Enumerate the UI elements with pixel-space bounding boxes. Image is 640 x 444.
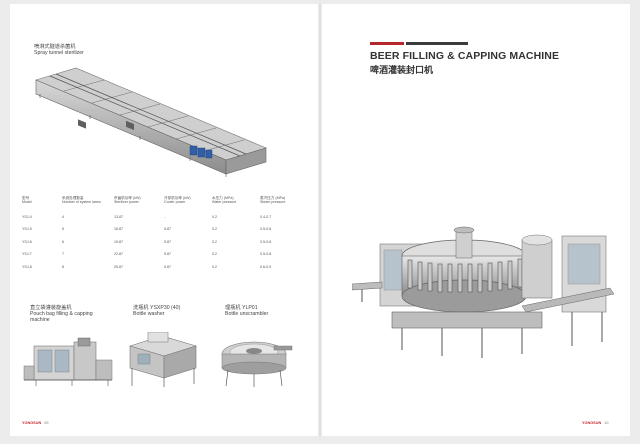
page-number: 10 xyxy=(604,421,609,425)
right-page xyxy=(320,4,630,436)
pouch-filling-machine-image xyxy=(23,337,113,386)
cell-sterilizer-power: 22.87 xyxy=(114,252,123,257)
table-row: YSJ-6 6 19.87 5.87 0.2 0.5-0.8 xyxy=(22,236,312,249)
header-steam-pressure: 蒸汽压力 (MPa)Steam pressure xyxy=(260,196,286,205)
page-title-en: BEER FILLING & CAPPING MACHINE xyxy=(370,50,560,62)
cell-model: YSJ-4 xyxy=(22,214,32,219)
sterilizer-title-cn: 喷淋式隧道杀菌机 xyxy=(34,44,76,50)
sterilizer-title-en: Spray tunnel sterilizer xyxy=(34,50,84,56)
cell-lanes: 4 xyxy=(62,214,64,219)
pouch-filler-caption: 直立袋灌装旋盖机 Pouch bag filling & capping mac… xyxy=(30,305,102,323)
cell-steam-pressure: 0.5-0.8 xyxy=(260,252,272,257)
cell-water-pressure: 0.2 xyxy=(212,239,217,244)
page-gutter xyxy=(318,4,322,436)
cell-cooler-power: 5.87 xyxy=(164,239,171,244)
cell-water-pressure: 0.2 xyxy=(212,264,217,269)
header-water-pressure: 水压力 (MPa)Water pressure xyxy=(212,196,237,205)
cell-model: YSJ-5 xyxy=(22,227,32,232)
cell-steam-pressure: 0.5-0.8 xyxy=(260,239,272,244)
footer-brand-logo: YONGSUN xyxy=(22,421,42,425)
cell-water-pressure: 0.2 xyxy=(212,214,217,219)
bottle-washer-caption: 洗瓶机 YSXP30 (40) Bottle washer xyxy=(133,305,213,317)
cell-sterilizer-power: 13.87 xyxy=(114,214,123,219)
pouch-filler-title-cn: 直立袋灌装旋盖机 xyxy=(30,305,72,311)
accent-red-segment xyxy=(370,42,404,45)
cell-sterilizer-power: 19.87 xyxy=(114,239,123,244)
beer-filling-machine-image xyxy=(352,226,614,358)
cell-cooler-power: 5.87 xyxy=(164,252,171,257)
cell-cooler-power: 5.87 xyxy=(164,264,171,269)
table-row: YSJ-8 8 25.87 5.87 0.2 0.6-0.9 xyxy=(22,261,312,274)
cell-lanes: 6 xyxy=(62,239,64,244)
cell-steam-pressure: 0.4-0.7 xyxy=(260,214,272,219)
cell-sterilizer-power: 25.87 xyxy=(114,264,123,269)
header-sterilizer-power: 杀菌机功率 (kW)Sterilizer power xyxy=(114,196,141,205)
bottle-washer-title-en: Bottle washer xyxy=(133,311,165,317)
cell-sterilizer-power: 16.87 xyxy=(114,227,123,232)
cell-cooler-power: 5.87 xyxy=(164,227,171,232)
header-cooler-power: 冷却机功率 (kW)Cooler power xyxy=(164,196,191,205)
table-row: YSJ-7 7 22.87 5.87 0.2 0.5-0.8 xyxy=(22,248,312,261)
tunnel-sterilizer-image xyxy=(35,67,267,177)
bottle-unscrambler-image xyxy=(221,341,293,387)
bottle-unscrambler-caption: 理瓶机 YLP01 Bottle unscrambler xyxy=(225,305,305,317)
cell-model: YSJ-8 xyxy=(22,264,32,269)
bottle-washer-title-cn: 洗瓶机 YSXP30 (40) xyxy=(133,305,181,311)
table-row: YSJ-4 4 13.87 - 0.2 0.4-0.7 xyxy=(22,211,312,224)
cell-lanes: 8 xyxy=(62,264,64,269)
bottle-washer-image xyxy=(128,332,198,387)
cell-water-pressure: 0.2 xyxy=(212,252,217,257)
cell-lanes: 5 xyxy=(62,227,64,232)
page-title-cn: 啤酒灌装封口机 xyxy=(370,65,434,75)
cell-lanes: 7 xyxy=(62,252,64,257)
cell-water-pressure: 0.2 xyxy=(212,227,217,232)
cell-model: YSJ-7 xyxy=(22,252,32,257)
table-row: YSJ-5 5 16.87 5.87 0.2 0.5-0.8 xyxy=(22,223,312,236)
pouch-filler-title-en: Pouch bag filling & capping machine xyxy=(30,311,93,323)
sterilizer-caption: 喷淋式隧道杀菌机 Spray tunnel sterilizer xyxy=(34,44,84,56)
accent-dark-segment xyxy=(406,42,468,45)
cell-cooler-power: - xyxy=(164,214,166,219)
bottle-unscrambler-title-cn: 理瓶机 YLP01 xyxy=(225,305,258,311)
footer-brand-logo: YONGSUN xyxy=(582,421,602,425)
cell-steam-pressure: 0.6-0.9 xyxy=(260,264,272,269)
cell-model: YSJ-6 xyxy=(22,239,32,244)
page-number: 09 xyxy=(44,421,49,425)
bottle-unscrambler-title-en: Bottle unscrambler xyxy=(225,311,269,317)
cell-steam-pressure: 0.5-0.8 xyxy=(260,227,272,232)
